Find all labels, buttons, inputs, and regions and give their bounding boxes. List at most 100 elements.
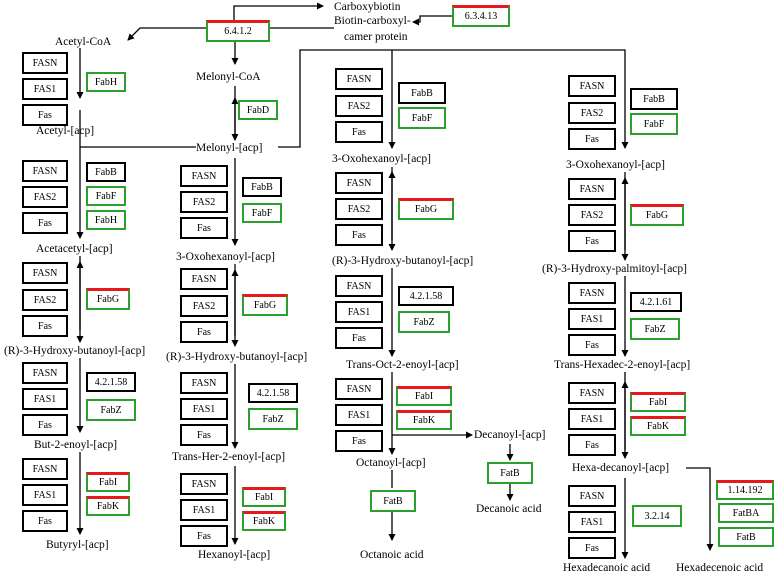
enzyme-1-14-192: 1.14.192 — [716, 480, 774, 500]
gene-fasn: FASN — [568, 75, 616, 97]
metabolite-3-oxohexanoyl-acp: 3-Oxohexanoyl-[acp] — [332, 153, 431, 165]
enzyme-fabz: FabZ — [248, 408, 298, 430]
gene-fasn: FASN — [22, 262, 68, 284]
enzyme-fabg: FabG — [242, 294, 288, 316]
metabolite-hydroxy-butanoyl-acp: (R)-3-Hydroxy-butanoyl-[acp] — [4, 345, 146, 357]
gene-fasn: FASN — [180, 473, 228, 495]
gene-fas1: FAS1 — [335, 404, 383, 426]
metabolite-bccp-line1: Biotin-carboxyl- — [334, 15, 411, 27]
enzyme-6-3-4-13: 6.3.4.13 — [452, 5, 510, 27]
enzyme-fabi: FabI — [630, 392, 686, 412]
gene-fas2: FAS2 — [335, 95, 383, 117]
gene-fas: Fas — [335, 224, 383, 246]
gene-fas1: FAS1 — [180, 499, 228, 521]
gene-fasn: FASN — [180, 268, 228, 290]
gene-fas2: FAS2 — [22, 289, 68, 311]
edge-melonyl-loop — [278, 49, 629, 149]
gene-fasn: FASN — [22, 160, 68, 182]
gene-fas1: FAS1 — [22, 78, 68, 100]
metabolite-3-oxohexanoyl-acp: 3-Oxohexanoyl-[acp] — [566, 159, 665, 171]
gene-fas: Fas — [568, 537, 616, 559]
gene-fasn: FASN — [335, 172, 383, 194]
gene-fas: Fas — [568, 434, 616, 456]
enzyme-fabb: FabB — [86, 162, 126, 182]
gene-fas: Fas — [568, 334, 616, 356]
gene-fasn: FASN — [22, 458, 68, 480]
enzyme-fabd: FabD — [238, 100, 278, 120]
enzyme-fabk: FabK — [242, 511, 286, 531]
metabolite-hexadecenoic-acid: Hexadecenoic acid — [676, 562, 764, 574]
enzyme-fatb: FatB — [370, 490, 416, 512]
metabolite-hexanoyl-acp: Hexanoyl-[acp] — [198, 549, 271, 561]
metabolite-hydroxy-butanoyl-acp: (R)-3-Hydroxy-butanoyl-[acp] — [332, 255, 474, 267]
gene-fas: Fas — [22, 315, 68, 337]
enzyme-fabh: FabH — [86, 72, 126, 92]
metabolite-butyryl-acp: Butyryl-[acp] — [46, 539, 109, 551]
gene-fasn: FASN — [568, 282, 616, 304]
enzyme-fatba: FatBA — [718, 503, 774, 523]
enzyme-fabf: FabF — [630, 113, 678, 135]
gene-fas2: FAS2 — [180, 191, 228, 213]
enzyme-fabk: FabK — [630, 416, 686, 436]
gene-fasn: FASN — [568, 178, 616, 200]
gene-fas1: FAS1 — [568, 511, 616, 533]
gene-fas: Fas — [335, 430, 383, 452]
enzyme-fabi: FabI — [242, 487, 286, 507]
metabolite-trans-hexadec-2-enoyl-acp: Trans-Hexadec-2-enoyl-[acp] — [554, 359, 691, 371]
metabolite-hydroxy-butanoyl-acp: (R)-3-Hydroxy-butanoyl-[acp] — [166, 351, 308, 363]
gene-fasn: FASN — [335, 68, 383, 90]
metabolite-hexadecanoic-acid: Hexadecanoic acid — [563, 562, 651, 574]
metabolite-acetyl-coa: Acetyl-CoA — [55, 36, 112, 48]
metabolite-acetyl-acp: Acetyl-[acp] — [36, 125, 95, 137]
metabolite-trans-her-2-enoyl-acp: Trans-Her-2-enoyl-[acp] — [172, 451, 286, 463]
edge-63413-to-bccp — [412, 15, 452, 26]
gene-fas1: FAS1 — [568, 408, 616, 430]
enzyme-fabb: FabB — [242, 177, 282, 197]
gene-fas1: FAS1 — [180, 398, 228, 420]
enzyme-fabi: FabI — [86, 472, 130, 492]
metabolite-bccp-line2: camer protein — [344, 31, 408, 43]
gene-fas: Fas — [22, 212, 68, 234]
metabolite-but-2-enoyl-acp: But-2-enoyl-[acp] — [34, 439, 118, 451]
gene-fas: Fas — [335, 327, 383, 349]
gene-fas1: FAS1 — [22, 388, 68, 410]
gene-fasn: FASN — [180, 372, 228, 394]
enzyme-fabf: FabF — [86, 186, 126, 206]
gene-fas: Fas — [180, 321, 228, 343]
gene-fas1: FAS1 — [568, 308, 616, 330]
gene-fasn: FASN — [335, 275, 383, 297]
edge-c4-to-hexadecenoic — [686, 467, 714, 551]
enzyme-fabb: FabB — [630, 88, 678, 110]
metabolite-octanoic-acid: Octanoic acid — [360, 549, 424, 561]
gene-fas2: FAS2 — [568, 102, 616, 124]
enzyme-fabb: FabB — [398, 82, 446, 104]
enzyme-fabg: FabG — [398, 198, 454, 220]
metabolite-octanoyl-acp: Octanoyl-[acp] — [356, 457, 426, 469]
metabolite-decanoyl-acp: Decanoyl-[acp] — [474, 429, 546, 441]
metabolite-acetacetyl-acp: Acetacetyl-[acp] — [36, 243, 113, 255]
gene-fas2: FAS2 — [180, 295, 228, 317]
enzyme-fatb: FatB — [718, 527, 774, 547]
gene-fas: Fas — [568, 230, 616, 252]
enzyme-4-2-1-58: 4.2.1.58 — [248, 383, 298, 403]
gene-fas: Fas — [180, 424, 228, 446]
enzyme-fabz: FabZ — [398, 311, 450, 333]
gene-fas1: FAS1 — [22, 484, 68, 506]
gene-fasn: FASN — [568, 485, 616, 507]
enzyme-4-2-1-58: 4.2.1.58 — [398, 286, 454, 306]
metabolite-melonyl-coa: Melonyl-CoA — [196, 71, 261, 83]
gene-fasn: FASN — [22, 362, 68, 384]
gene-fas: Fas — [22, 510, 68, 532]
gene-fas2: FAS2 — [335, 198, 383, 220]
gene-fasn: FASN — [22, 52, 68, 74]
enzyme-fabf: FabF — [242, 203, 282, 223]
gene-fasn: FASN — [180, 165, 228, 187]
gene-fas: Fas — [180, 217, 228, 239]
gene-fas: Fas — [568, 128, 616, 150]
enzyme-fatb: FatB — [487, 462, 533, 484]
metabolite-trans-oct-2-enoyl-acp: Trans-Oct-2-enoyl-[acp] — [346, 359, 459, 371]
gene-fas: Fas — [22, 104, 68, 126]
enzyme-fabi: FabI — [396, 386, 452, 406]
enzyme-4-2-1-61: 4.2.1.61 — [630, 292, 682, 312]
